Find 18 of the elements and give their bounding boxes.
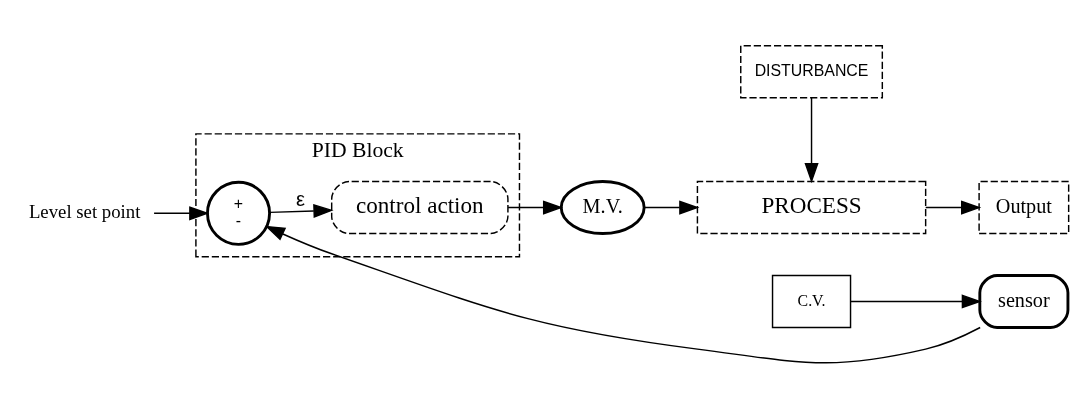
- arrow: [153, 206, 210, 221]
- node-box: C.V.: [771, 274, 852, 329]
- arrow: [643, 200, 700, 215]
- arrow: [269, 203, 334, 219]
- node-text: Level set point: [28, 201, 141, 223]
- arrow: [264, 225, 981, 364]
- arrow: [850, 294, 982, 309]
- arrow: [924, 200, 982, 215]
- arrow: [804, 97, 819, 184]
- edge-label: ε: [296, 188, 306, 211]
- node-box: control action: [330, 180, 509, 235]
- node-box: PROCESS: [696, 180, 927, 235]
- arrow: [507, 200, 564, 215]
- node-box: Output: [978, 180, 1070, 235]
- node-ellipse: M.V.: [559, 180, 646, 235]
- node-box: DISTURBANCE: [740, 45, 884, 99]
- node-circle: + -: [206, 180, 271, 246]
- node-box: sensor: [978, 274, 1070, 329]
